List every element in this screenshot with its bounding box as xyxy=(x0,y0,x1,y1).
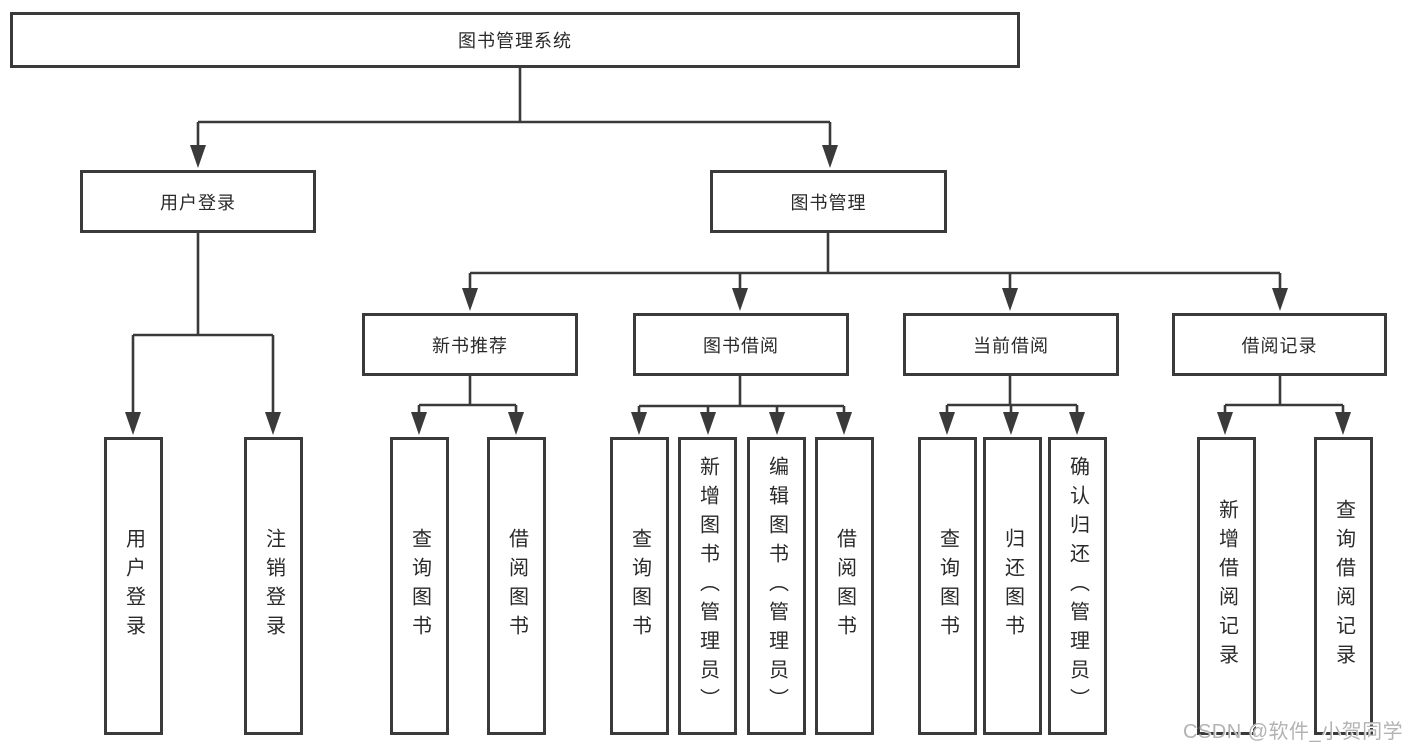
node-label: 新书推荐 xyxy=(432,335,508,356)
leaf-label: 查询图书 xyxy=(628,528,651,644)
leaf-label: 注销登录 xyxy=(262,528,285,644)
leaf-borrow-books: 借阅图书 xyxy=(487,437,546,735)
leaf-return-books: 归还图书 xyxy=(983,437,1042,735)
leaf-confirm-return-admin: 确认归还（管理员） xyxy=(1048,437,1107,735)
leaf-label: 新增图书（管理员） xyxy=(696,455,719,717)
leaf-edit-books-admin: 编辑图书（管理员） xyxy=(747,437,806,735)
leaf-label: 查询借阅记录 xyxy=(1332,499,1355,673)
node-label: 当前借阅 xyxy=(973,335,1049,356)
leaf-label: 新增借阅记录 xyxy=(1215,499,1238,673)
node-library-management-system: 图书管理系统 xyxy=(10,12,1020,68)
leaf-label: 借阅图书 xyxy=(833,528,856,644)
node-label: 图书借阅 xyxy=(703,335,779,356)
leaf-query-books: 查询图书 xyxy=(918,437,977,735)
node-label: 用户登录 xyxy=(160,192,236,213)
leaf-query-books: 查询图书 xyxy=(390,437,449,735)
csdn-watermark: CSDN @软件_小贺同学 xyxy=(1183,721,1404,743)
node-book-borrowing: 图书借阅 xyxy=(633,313,849,376)
node-current-borrowing: 当前借阅 xyxy=(903,313,1119,376)
node-label: 图书管理系统 xyxy=(458,31,572,51)
leaf-label: 归还图书 xyxy=(1001,528,1024,644)
leaf-label: 编辑图书（管理员） xyxy=(765,455,788,717)
leaf-label: 查询图书 xyxy=(408,528,431,644)
leaf-label: 确认归还（管理员） xyxy=(1066,455,1089,717)
leaf-label: 借阅图书 xyxy=(505,528,528,644)
node-new-book-recommendation: 新书推荐 xyxy=(362,313,578,376)
leaf-query-books: 查询图书 xyxy=(610,437,669,735)
leaf-borrow-books: 借阅图书 xyxy=(815,437,874,735)
node-label: 图书管理 xyxy=(790,192,867,213)
node-label: 借阅记录 xyxy=(1241,335,1318,356)
leaf-query-borrow-records: 查询借阅记录 xyxy=(1314,437,1373,735)
node-borrowing-records: 借阅记录 xyxy=(1172,313,1387,376)
leaf-logout: 注销登录 xyxy=(244,437,303,735)
leaf-label: 查询图书 xyxy=(936,528,959,644)
leaf-add-borrow-record: 新增借阅记录 xyxy=(1197,437,1256,735)
leaf-user-login: 用户登录 xyxy=(104,437,163,735)
node-book-management: 图书管理 xyxy=(710,170,947,233)
leaf-label: 用户登录 xyxy=(122,528,145,644)
node-user-login: 用户登录 xyxy=(80,170,316,233)
leaf-add-books-admin: 新增图书（管理员） xyxy=(678,437,737,735)
